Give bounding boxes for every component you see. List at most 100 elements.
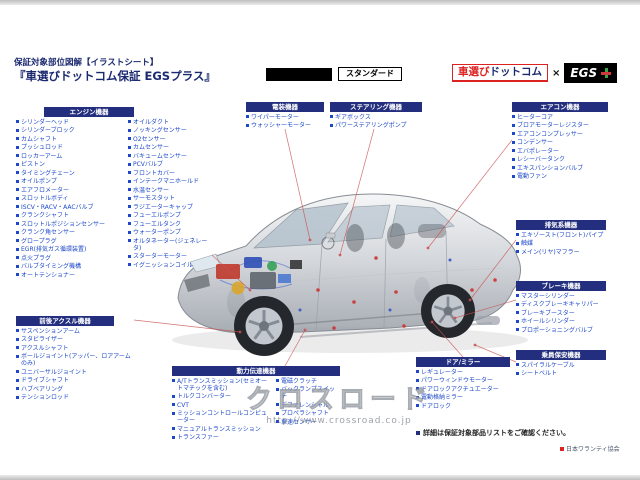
bullet-square-icon — [516, 241, 519, 245]
part-item: マスターシリンダー — [516, 293, 606, 300]
category-electrical-header: 電装機器 — [246, 102, 324, 112]
part-item: シリンダーヘッド — [16, 119, 122, 126]
bullet-square-icon — [16, 205, 19, 208]
part-item-label: カムシャフト — [21, 135, 58, 143]
bullet-square-icon — [16, 120, 19, 123]
bullet-square-icon — [16, 337, 19, 341]
part-item-label: 触媒 — [521, 240, 534, 247]
bullet-square-icon — [128, 145, 131, 149]
part-item: エアコンコンプレッサー — [512, 131, 608, 138]
category-axle: 前後アクスル機器 サスペンションアームスタビライザーアクスルシャフトボールジョイ… — [16, 316, 134, 403]
part-item: ウォッシャーモーター — [246, 122, 324, 129]
bullet-square-icon — [16, 162, 19, 166]
bullet-square-icon — [128, 263, 131, 266]
egs-logo: EGS — [564, 63, 618, 83]
drivetrain-parts-column-2: 電磁クラッチバックランプスイッチデファレンシャルプロペラシャフト車速センサー — [276, 378, 340, 443]
bullet-square-icon — [16, 264, 19, 268]
bullet-square-icon — [516, 302, 519, 306]
brake-parts-list: マスターシリンダーディスクブレーキキャリパーブレーキブースターホイールシリンダー… — [516, 293, 606, 334]
bullet-square-icon — [16, 230, 19, 234]
kurumaerabi-logo: 車選びドットコム — [452, 64, 548, 82]
part-item: マニュアルトランスミッション — [172, 426, 270, 433]
part-item: PCVバルブ — [128, 161, 212, 168]
part-item-label: デファレンシャル — [281, 401, 330, 409]
part-item: ピストン — [16, 161, 122, 168]
bullet-square-icon — [516, 311, 519, 314]
bullet-square-icon — [516, 294, 519, 297]
part-item: スタビライザー — [16, 336, 134, 343]
note-text: 詳細は保証対象部品リストをご確認ください。 — [423, 429, 570, 437]
bullet-square-icon — [16, 329, 19, 332]
category-engine: エンジン機器 シリンダーヘッドシリンダーブロックカムシャフトプッシュロッドロッカ… — [16, 107, 212, 280]
bullet-square-icon — [172, 427, 175, 430]
part-item: 触媒 — [516, 240, 606, 247]
part-item-label: バキュームセンサー — [133, 152, 187, 160]
part-item-label: スパイラルケーブル — [521, 361, 575, 369]
bullet-square-icon — [16, 179, 19, 183]
part-item-label: レシーバータンク — [517, 156, 565, 163]
bullet-square-icon — [276, 403, 279, 406]
part-item-label: アクスルシャフト — [21, 344, 69, 352]
bullet-square-icon — [16, 154, 19, 157]
part-item-label: ハブベアリング — [21, 385, 64, 393]
part-item: カムセンサー — [128, 144, 212, 151]
brand-logos: 車選びドットコム × EGS — [452, 63, 618, 83]
door-parts-list: レギュレーターパワーウィンドウモータードアロックアクチュエーター電動格納ミラード… — [416, 369, 510, 410]
plan-title: 『車選びドットコム保証 EGSプラス』 — [14, 69, 216, 83]
part-item-label: ドライブシャフト — [21, 377, 70, 384]
steering-parts-list: ギアボックスパワーステアリングポンプ — [330, 113, 422, 129]
bullet-square-icon — [128, 196, 131, 200]
part-item: サスペンションアーム — [16, 328, 134, 335]
part-item-label: ブレーキブースター — [521, 309, 575, 317]
part-item-label: コンデンサー — [517, 139, 554, 146]
bullet-square-icon — [16, 196, 19, 200]
part-item-label: オイルダクト — [133, 118, 170, 126]
part-item-label: スターターモーター — [133, 253, 188, 260]
part-item: インテークマニホールド — [128, 178, 212, 185]
bullet-square-icon — [276, 420, 279, 423]
bullet-square-icon — [172, 394, 175, 398]
bullet-square-icon — [416, 378, 419, 382]
part-item-label: ギアボックス — [335, 113, 371, 121]
bullet-square-icon — [512, 157, 515, 161]
part-item: エバポレーター — [512, 148, 608, 155]
part-item: レシーバータンク — [512, 156, 608, 163]
bullet-square-icon — [330, 115, 333, 118]
part-item: ワイパーモーター — [246, 114, 324, 121]
front-wheel — [234, 296, 294, 356]
part-item-label: バルブタイミング機構 — [21, 263, 82, 270]
part-item-label: ボールジョイント(アッパー、ロアアームのみ) — [21, 353, 131, 367]
bullet-square-icon — [512, 115, 515, 118]
bullet-square-icon — [172, 379, 175, 382]
part-item-label: スロットルボディ — [21, 195, 69, 202]
category-brake: ブレーキ機器 マスターシリンダーディスクブレーキキャリパーブレーキブースターホイ… — [516, 281, 606, 335]
part-item-label: エアコンコンプレッサー — [517, 130, 583, 138]
engine-parts-column-1: シリンダーヘッドシリンダーブロックカムシャフトプッシュロッドロッカーアームピスト… — [16, 119, 122, 281]
bullet-square-icon — [276, 411, 279, 415]
part-item-label: インテークマニホールド — [133, 178, 200, 185]
part-item: プロペラシャフト — [276, 410, 340, 417]
brand-dotcom-text: ドットコム — [489, 66, 543, 79]
part-item: バルブタイミング機構 — [16, 263, 122, 270]
category-aircon: エアコン機器 ヒーターコアブロアモーターレジスターエアコンコンプレッサーコンデン… — [512, 102, 608, 182]
part-item: フューエルポンプ — [128, 212, 212, 219]
part-item-label: エキスパンションバルブ — [517, 164, 584, 172]
category-steering: ステアリング機器 ギアボックスパワーステアリングポンプ — [330, 102, 422, 131]
bullet-square-icon — [516, 250, 519, 253]
part-item: バキュームセンサー — [128, 153, 212, 160]
cross-mark: × — [552, 67, 561, 79]
bullet-square-icon — [16, 395, 19, 399]
bullet-square-icon — [172, 403, 175, 406]
bullet-square-icon — [512, 149, 515, 152]
part-item: カムシャフト — [16, 136, 122, 143]
note-bullet-icon — [416, 431, 420, 435]
part-item: ドアロック — [416, 403, 510, 410]
bullet-square-icon — [16, 256, 19, 259]
electrical-parts-list: ワイパーモーターウォッシャーモーター — [246, 114, 324, 129]
exhaust-parts-list: エキゾースト(フロント)パイプ触媒メイン(リヤ)マフラー — [516, 232, 606, 256]
part-item-label: レギュレーター — [421, 368, 463, 376]
part-item-label: バックランプスイッチ — [281, 386, 335, 400]
